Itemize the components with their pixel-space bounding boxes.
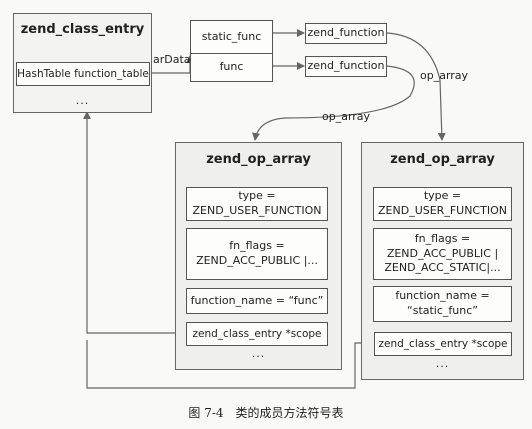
op-right-fn-flags: fn_flags = ZEND_ACC_PUBLIC | ZEND_ACC_ST… [373, 228, 512, 280]
arrow-op-array-left [252, 65, 415, 141]
op-right-type: type = ZEND_USER_FUNCTION [373, 187, 512, 221]
key-func: func [190, 53, 273, 82]
key-static-func: static_func [190, 20, 273, 54]
op-array-right-title: zend_op_array [390, 152, 495, 167]
op-left-type: type = ZEND_USER_FUNCTION [186, 187, 328, 221]
zend-function-func: zend_function [305, 56, 387, 77]
op-right-function-name: function_name = “static_func” [373, 286, 512, 322]
arrow-op-array-right [386, 32, 446, 141]
function-table-field: HashTable function_table [16, 62, 150, 86]
zend-class-entry-title: zend_class_entry [20, 22, 145, 37]
op-left-more: ... [251, 347, 266, 360]
op-right-more: ... [435, 357, 450, 370]
op-array-left-title: zend_op_array [206, 152, 311, 167]
zend-class-entry-more: ... [75, 94, 90, 107]
op-array-label-upper: op_array [420, 69, 469, 82]
op-left-scope: zend_class_entry *scope [186, 322, 328, 346]
op-right-scope: zend_class_entry *scope [374, 332, 512, 356]
op-left-function-name: function_name = “func” [186, 288, 328, 314]
op-array-label-lower: op_array [322, 110, 371, 123]
figure-caption: 图 7-4 类的成员方法符号表 [188, 406, 344, 420]
zend-function-static: zend_function [305, 23, 387, 44]
arrow-scope-left [83, 111, 186, 334]
op-left-fn-flags: fn_flags = ZEND_ACC_PUBLIC |... [186, 228, 328, 280]
ardata-label: arData [153, 53, 191, 66]
